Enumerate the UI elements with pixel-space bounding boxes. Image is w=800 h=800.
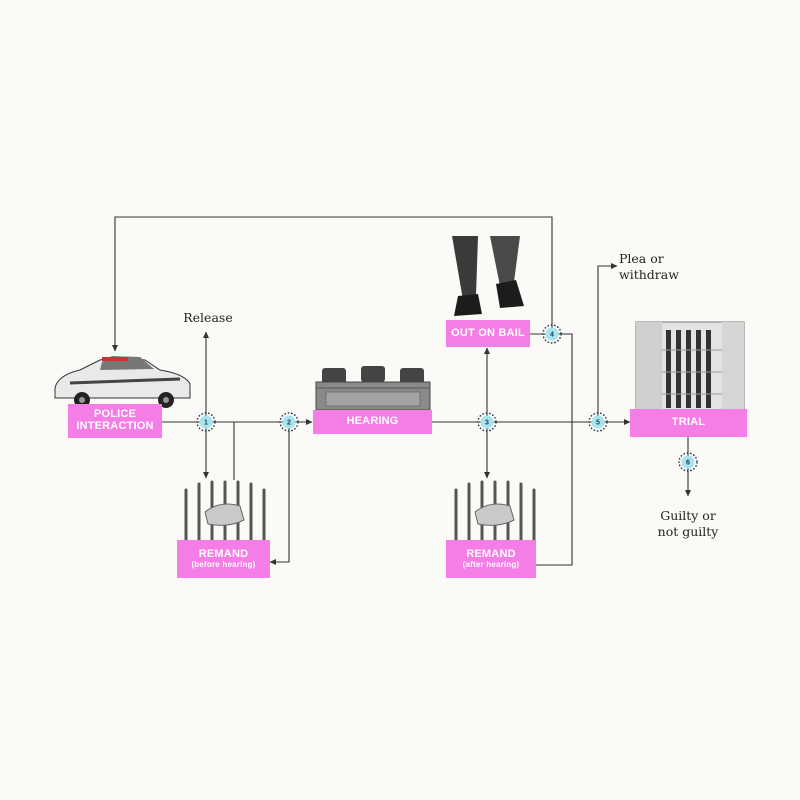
jail-bars-icon — [184, 480, 266, 544]
step-markers: 1 2 3 4 5 6 — [196, 324, 698, 472]
walking-legs-icon — [452, 236, 524, 316]
verdict-outcome: Guilty or not guilty — [648, 508, 728, 539]
police-car-icon — [54, 356, 191, 408]
step-3-marker: 3 — [477, 412, 497, 432]
svg-text:2: 2 — [287, 420, 291, 427]
courthouse-building-icon — [635, 321, 745, 411]
out-on-bail-title: OUT ON BAIL — [451, 326, 525, 339]
svg-text:4: 4 — [550, 332, 554, 339]
svg-text:6: 6 — [686, 460, 690, 467]
trial-label: TRIAL — [630, 409, 747, 437]
courtroom-bench-icon — [315, 366, 431, 411]
release-text: Release — [183, 310, 233, 325]
trial-title: TRIAL — [671, 416, 706, 429]
plea-line1: Plea or — [619, 251, 664, 266]
remand-after-title: REMAND — [466, 547, 516, 560]
plea-outcome: Plea or withdraw — [619, 251, 699, 282]
svg-text:1: 1 — [204, 420, 208, 427]
svg-text:3: 3 — [485, 420, 489, 427]
step-6-marker: 6 — [678, 452, 698, 472]
step-2-marker: 2 — [279, 412, 299, 432]
police-interaction-label: POLICE INTERACTION — [68, 404, 162, 438]
connector-bail-to-trial — [552, 333, 573, 422]
police-label-line2: INTERACTION — [76, 420, 154, 432]
verdict-line2: not guilty — [657, 523, 719, 539]
verdict-line1: Guilty or — [660, 508, 716, 523]
police-label-line1: POLICE — [93, 408, 137, 421]
remand-after-subtitle: (after hearing) — [462, 560, 520, 570]
jail-bars-icon — [454, 480, 536, 544]
svg-text:5: 5 — [596, 420, 600, 427]
remand-before-label: REMAND (before hearing) — [177, 540, 270, 578]
release-outcome: Release — [178, 310, 238, 326]
step-1-marker: 1 — [196, 412, 216, 432]
connector-bail-back-to-police — [112, 216, 553, 352]
remand-before-subtitle: (before hearing) — [191, 560, 256, 570]
remand-after-label: REMAND (after hearing) — [446, 540, 536, 578]
hearing-title: HEARING — [346, 415, 399, 428]
out-on-bail-label: OUT ON BAIL — [446, 320, 530, 347]
hearing-label: HEARING — [313, 410, 432, 434]
connector-remand-before-to-hearing — [233, 421, 289, 480]
connector-remand-after-to-trial — [536, 422, 573, 566]
connector-to-plea — [597, 263, 618, 422]
remand-before-title: REMAND — [198, 547, 249, 560]
step-4-marker: 4 — [542, 324, 562, 344]
step-5-marker: 5 — [588, 412, 608, 432]
plea-line2: withdraw — [619, 266, 679, 282]
connector-step2-to-remand-before — [269, 422, 290, 565]
